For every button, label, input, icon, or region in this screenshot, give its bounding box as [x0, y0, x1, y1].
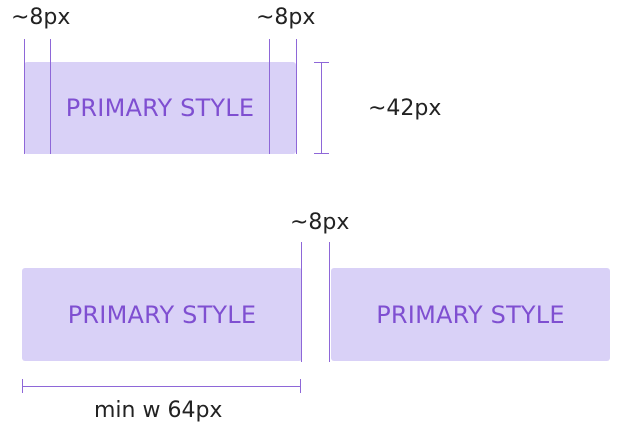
- guide-right-content-top: [269, 39, 270, 154]
- button-label-top: PRIMARY STYLE: [65, 94, 255, 122]
- gap-guide-left: [301, 242, 302, 362]
- min-width-guide-cap-left: [22, 379, 23, 393]
- primary-style-button-bottom-left[interactable]: PRIMARY STYLE: [22, 268, 302, 361]
- annotation-top-left-padding: ~8px: [11, 5, 71, 30]
- guide-left-content-top: [50, 39, 51, 154]
- guide-right-edge-top: [296, 39, 297, 154]
- primary-style-button-bottom-right[interactable]: PRIMARY STYLE: [331, 268, 610, 361]
- height-guide-vertical: [321, 62, 322, 154]
- annotation-top-right-padding: ~8px: [256, 5, 316, 30]
- guide-left-edge-top: [24, 39, 25, 154]
- button-label-bottom-right: PRIMARY STYLE: [376, 300, 565, 329]
- height-guide-cap-top: [314, 62, 329, 63]
- min-width-guide-cap-right: [300, 379, 301, 393]
- annotation-min-width: min w 64px: [94, 398, 223, 423]
- primary-style-button-top[interactable]: PRIMARY STYLE: [24, 62, 296, 154]
- gap-guide-right: [329, 242, 330, 362]
- height-guide-cap-bottom: [314, 153, 329, 154]
- button-label-bottom-left: PRIMARY STYLE: [67, 300, 257, 329]
- annotation-height: ~42px: [368, 96, 442, 121]
- min-width-guide-horizontal: [22, 386, 301, 387]
- annotation-gap-between-buttons: ~8px: [290, 210, 350, 235]
